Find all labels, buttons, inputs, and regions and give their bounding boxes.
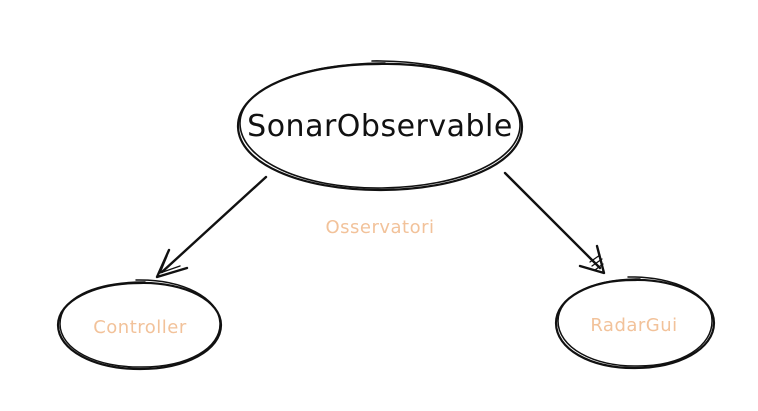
edge-label-osservatori: Osservatori xyxy=(325,217,434,238)
edge-sonar-to-controller[interactable] xyxy=(155,175,268,279)
edge-sonar-to-radar-gui[interactable] xyxy=(503,171,606,275)
node-controller[interactable]: Controller xyxy=(56,279,223,371)
edge-sonar-to-controller-arrowhead xyxy=(155,248,189,279)
edge-sonar-to-radar-gui-line xyxy=(503,171,602,270)
node-radar-gui-label: RadarGui xyxy=(590,315,677,336)
node-controller-ellipse-sketch xyxy=(59,279,221,368)
node-controller-label: Controller xyxy=(93,317,187,338)
edge-sonar-to-controller-line xyxy=(160,175,268,274)
edge-sonar-to-radar-gui-arrowhead-hatch xyxy=(589,254,604,271)
node-sonar-observable[interactable]: SonarObservable xyxy=(236,60,524,192)
node-sonar-observable-label: SonarObservable xyxy=(247,109,513,144)
node-sonar-observable-ellipse-sketch xyxy=(239,60,521,189)
node-radar-gui-ellipse-sketch xyxy=(557,276,713,367)
edge-sonar-to-controller-arrowhead-fill xyxy=(158,255,181,275)
node-radar-gui[interactable]: RadarGui xyxy=(554,276,716,370)
